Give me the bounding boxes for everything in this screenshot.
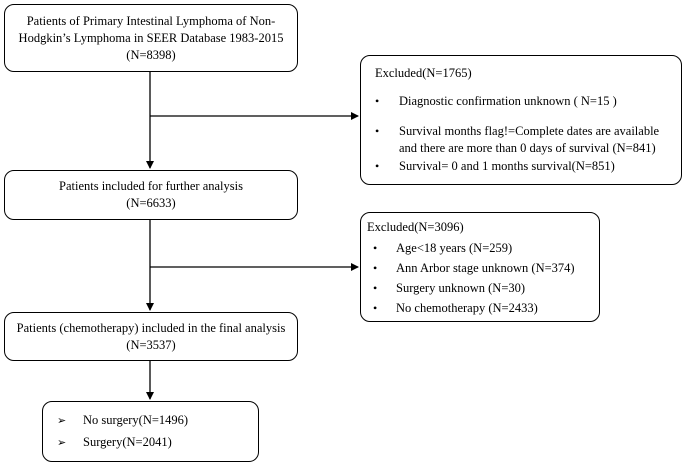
box1-line-1: Patients of Primary Intestinal Lymphoma … <box>26 13 276 28</box>
box-surgery-groups: ➢ No surgery(N=1496) ➢ Surgery(N=2041) <box>42 401 259 462</box>
box-final-analysis: Patients (chemotherapy) included in the … <box>4 312 298 361</box>
excluded2-bullet-1: • <box>373 241 378 255</box>
excluded2-item-4: No chemotherapy (N=2433) <box>396 301 538 315</box>
excluded2-item-2: Ann Arbor stage unknown (N=374) <box>396 261 575 275</box>
box3-line-1: Patients (chemotherapy) included in the … <box>16 320 286 335</box>
excluded1-title: Excluded(N=1765) <box>375 66 472 80</box>
box-excluded-1: Excluded(N=1765) • Diagnostic confirmati… <box>360 55 682 185</box>
excluded2-bullet-4: • <box>373 301 378 315</box>
box4-arrow-bullet-1: ➢ <box>57 415 67 427</box>
box1-line-3: (N=8398) <box>126 47 176 62</box>
box2-line-1: Patients included for further analysis <box>59 179 243 193</box>
excluded1-bullet-2: • <box>375 124 380 138</box>
excluded2-item-1: Age<18 years (N=259) <box>396 241 513 255</box>
box4-item-surgery: Surgery(N=2041) <box>83 435 172 449</box>
box-excluded-2: Excluded(N=3096) • Age<18 years (N=259) … <box>360 212 600 322</box>
box-initial-cohort: Patients of Primary Intestinal Lymphoma … <box>4 4 298 72</box>
excluded2-bullet-2: • <box>373 261 378 275</box>
box-further-analysis: Patients included for further analysis (… <box>4 170 298 220</box>
excluded2-title: Excluded(N=3096) <box>367 220 464 234</box>
excluded1-item-2-line-2: and there are more than 0 days of surviv… <box>399 141 656 155</box>
excluded1-item-2-line-1: Survival months flag!=Complete dates are… <box>399 124 660 138</box>
box4-arrow-bullet-2: ➢ <box>57 437 67 449</box>
excluded1-item-3: Survival= 0 and 1 months survival(N=851) <box>399 159 615 173</box>
box4-item-no-surgery: No surgery(N=1496) <box>83 413 189 427</box>
box2-line-2: (N=6633) <box>126 196 176 210</box>
excluded1-bullet-1: • <box>375 94 380 108</box>
excluded2-bullet-3: • <box>373 281 378 295</box>
box3-line-2: (N=3537) <box>126 337 176 352</box>
excluded1-item-1: Diagnostic confirmation unknown ( N=15 ) <box>399 94 617 108</box>
excluded1-bullet-3: • <box>375 159 380 173</box>
box1-line-2: Hodgkin’s Lymphoma in SEER Database 1983… <box>18 30 284 45</box>
excluded2-item-3: Surgery unknown (N=30) <box>396 281 526 295</box>
